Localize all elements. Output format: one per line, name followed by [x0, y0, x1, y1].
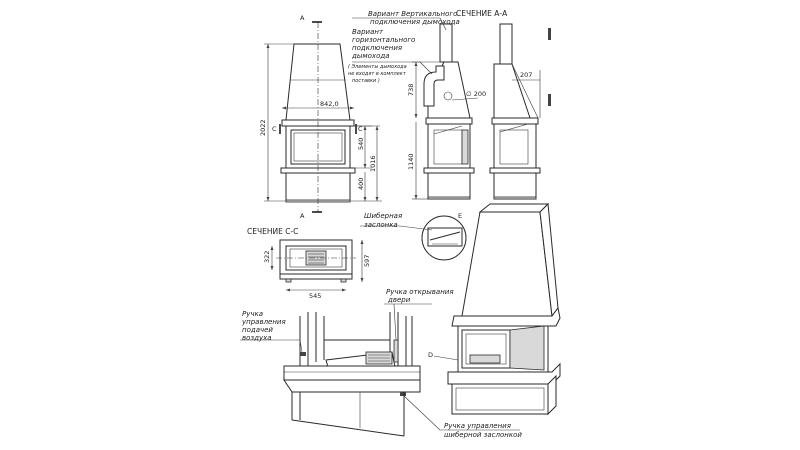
label-door-handle-line2: двери: [387, 296, 411, 304]
section-cc-title: СЕЧЕНИЕ С-С: [247, 227, 298, 236]
leader-lines: [240, 17, 520, 431]
damper-handle: [400, 392, 406, 396]
right-pipe: [499, 23, 513, 65]
horizontal-elbow: [423, 65, 445, 107]
dim-height-total: 2022: [259, 119, 267, 136]
detail-e-view: Е: [399, 212, 467, 261]
label-air-handle-line1: Ручка: [242, 310, 263, 318]
marker-a-bottom: А: [300, 212, 305, 220]
label-horizontal-flue-line1: Вариант: [352, 28, 384, 36]
front-view: А А С С 842,0 2022 540 400 1016: [259, 14, 382, 220]
detail-d-view: [283, 312, 421, 437]
right-section-view: 207: [489, 23, 551, 200]
side-base: [427, 172, 471, 200]
side-band: [425, 117, 473, 125]
perspective-view: D: [428, 202, 561, 416]
label-damper-line1: Шиберная: [364, 212, 402, 220]
persp-hood-top: [478, 203, 550, 213]
label-damper-handle-line2: шиберной заслонкой: [444, 431, 522, 439]
section-aa-title: СЕЧЕНИЕ А-А: [456, 9, 508, 18]
dim-pipe-diameter: ∅ 200: [466, 90, 486, 98]
label-door-handle-line1: Ручка открывания: [386, 288, 454, 296]
label-vertical-flue-line2: подключения дымохода: [370, 18, 460, 26]
air-handle: [300, 352, 306, 356]
dim-width-total: 842,0: [320, 100, 339, 108]
dim-540: 540: [357, 138, 365, 150]
dim-400: 400: [357, 178, 365, 190]
dim-738: 738: [407, 84, 415, 96]
label-horizontal-flue-line3: подключения: [352, 44, 402, 52]
dim-545: 545: [309, 292, 321, 300]
section-cc-view: СЕЧЕНИЕ С-С 322 597 545: [247, 227, 371, 300]
marker-e: Е: [458, 212, 462, 220]
label-air-handle-line3: подачей: [242, 326, 273, 334]
label-damper-handle-line1: Ручка управления: [444, 422, 511, 430]
dim-207: 207: [520, 71, 532, 79]
side-section-view: 738 1140 ∅ 200: [407, 23, 486, 200]
label-horizontal-flue-line2: горизонтального: [352, 36, 415, 44]
labels: Вариант Вертикального подключения дымохо…: [241, 9, 522, 439]
label-horizontal-flue-line4: дымохода: [351, 52, 390, 60]
dim-322: 322: [263, 251, 271, 263]
marker-c-left: С: [272, 125, 277, 133]
label-note-line1: ( Элементы дымохода: [348, 64, 407, 70]
dim-1140: 1140: [407, 153, 415, 170]
label-air-handle-line4: воздуха: [242, 334, 272, 342]
label-air-handle-line2: управления: [241, 318, 286, 326]
door-handle: [393, 339, 399, 363]
marker-c-right: С: [358, 125, 363, 133]
marker-a-top: А: [300, 14, 305, 22]
label-vertical-flue-line1: Вариант Вертикального: [368, 10, 457, 18]
persp-base: [451, 383, 549, 415]
dim-1016: 1016: [369, 155, 377, 172]
persp-hood-front: [461, 211, 553, 317]
label-damper-line2: заслонка: [364, 221, 398, 229]
marker-d: D: [428, 351, 433, 359]
label-note-line3: поставки ): [352, 78, 380, 84]
label-note-line2: не входят в комплект: [348, 71, 407, 77]
dim-597: 597: [363, 255, 371, 267]
